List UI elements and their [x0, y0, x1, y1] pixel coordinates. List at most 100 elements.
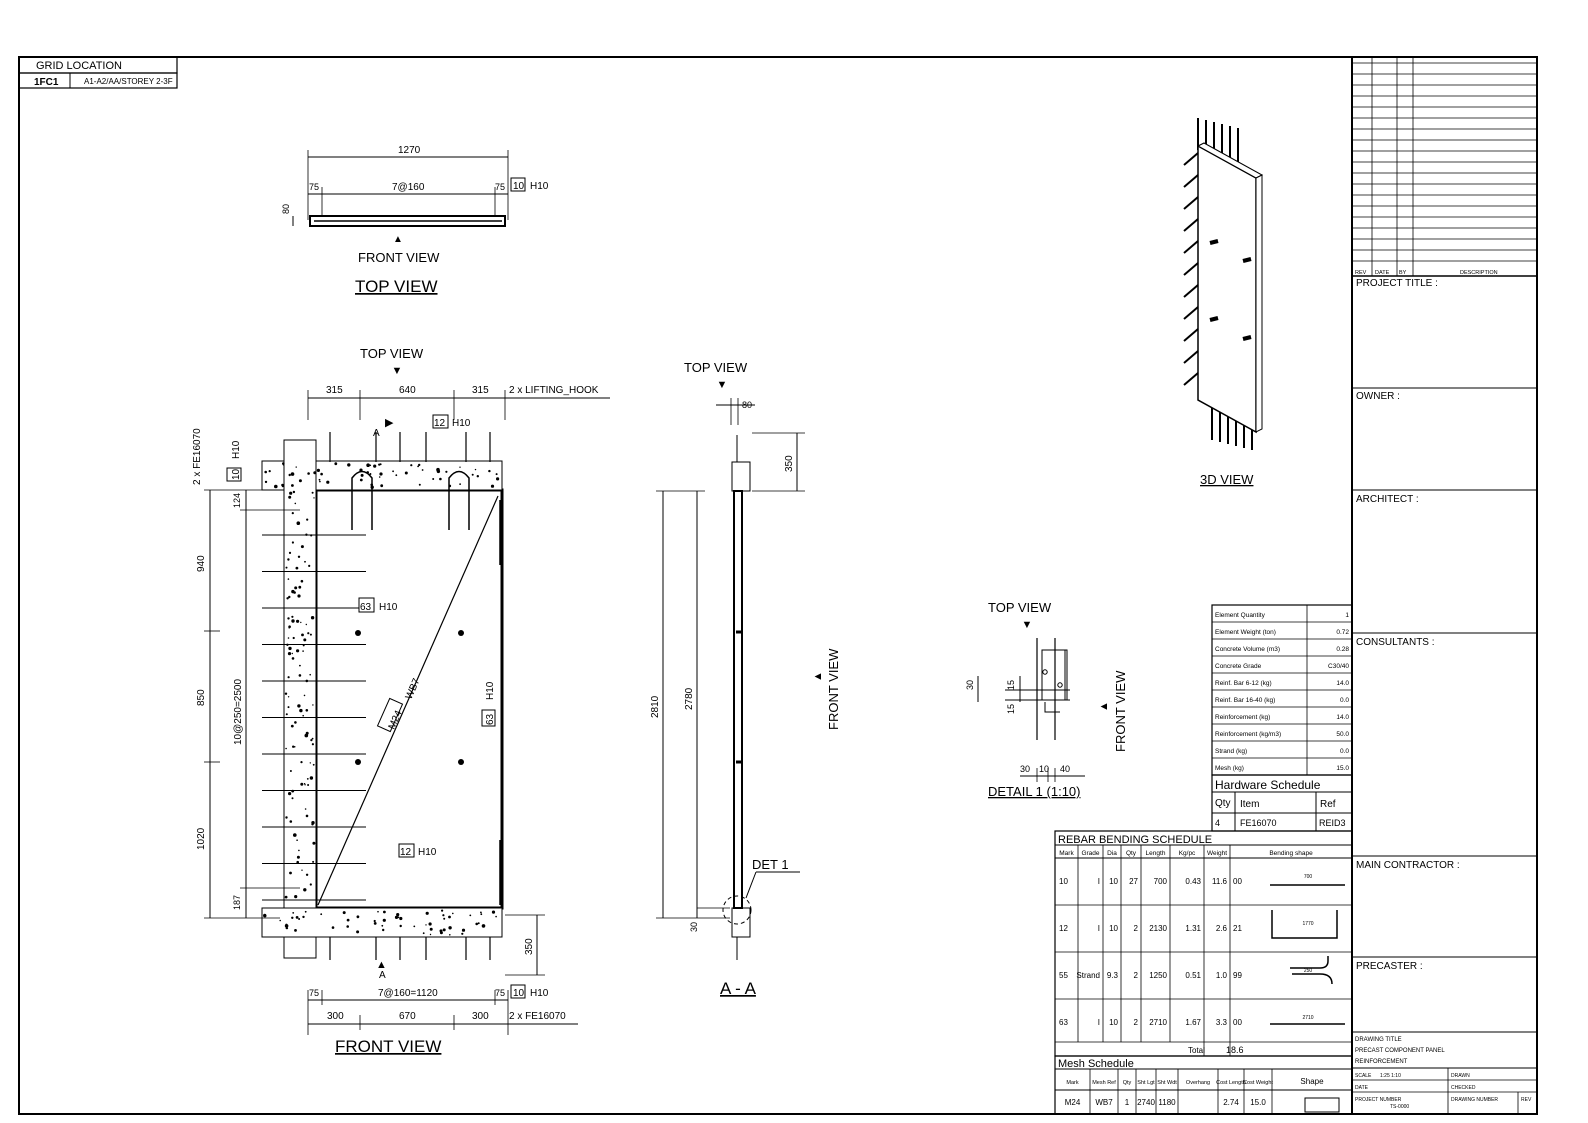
- tb-scale-value: 1:25 1:10: [1380, 1073, 1401, 1079]
- dim-940: 940: [196, 555, 207, 572]
- mesh-title: Mesh Schedule: [1058, 1058, 1134, 1070]
- hardware-item: FE16070: [1240, 818, 1277, 828]
- dim-350-bottom: 350: [524, 938, 535, 955]
- mesh-cell: 1180: [1158, 1098, 1176, 1107]
- rebar-cell: 2: [1134, 924, 1139, 933]
- detail-title: DETAIL 1 (1:10): [988, 784, 1080, 799]
- rebar-cell: 9.3: [1107, 971, 1119, 980]
- tb-project: PROJECT TITLE :: [1356, 278, 1438, 289]
- rebar-cell: 2: [1134, 971, 1139, 980]
- rebar-total-value: 18.6: [1226, 1045, 1244, 1055]
- hardware-title: Hardware Schedule: [1215, 778, 1321, 792]
- rebar-header: Dia: [1107, 850, 1117, 857]
- detail-d15a: 15: [1006, 680, 1016, 690]
- front-bar63r-mark: 63: [485, 713, 496, 725]
- detail-marker-label: TOP VIEW: [988, 600, 1052, 615]
- front-view-drawing: TOP VIEW ▼ 315 640 315 2 x LIFTING_HOOK: [192, 346, 610, 1056]
- rebar-cell: 10: [1109, 1018, 1118, 1027]
- front-bar63r-size: H10: [485, 681, 496, 700]
- detail-b10: 10: [1039, 764, 1049, 774]
- tb-drawing-no: DRAWING NUMBER: [1451, 1097, 1498, 1103]
- front-dim-640: 640: [399, 385, 416, 396]
- front-view-title: FRONT VIEW: [335, 1037, 441, 1056]
- rebar-shape-code: 00: [1233, 877, 1242, 886]
- front-bar12b-mark: 12: [400, 847, 412, 858]
- front-dim-315a: 315: [326, 385, 343, 396]
- rebar-cell: 2: [1134, 1018, 1139, 1027]
- mesh-header: Cost Length: [1216, 1080, 1246, 1086]
- rebar-title: REBAR BENDING SCHEDULE: [1058, 834, 1212, 846]
- hardware-h-ref: Ref: [1320, 799, 1336, 810]
- mesh-cell: 15.0: [1250, 1098, 1266, 1107]
- tb-drawn: DRAWN: [1451, 1073, 1470, 1079]
- rebar-cell: I: [1098, 1018, 1100, 1027]
- rebar-shape-code: 00: [1233, 1018, 1242, 1027]
- rebar-cell: 3.3: [1216, 1018, 1228, 1027]
- tb-project-no-value: TS-0000: [1390, 1104, 1409, 1110]
- element-prop-key: Concrete Volume (m3): [1215, 646, 1280, 653]
- grid-code: 1FC1: [34, 77, 59, 88]
- rebar-cell: 1250: [1149, 971, 1167, 980]
- detail-b40: 40: [1060, 764, 1070, 774]
- element-prop-value: 0.28: [1336, 646, 1349, 653]
- rebar-cell: I: [1098, 924, 1100, 933]
- rebar-header: Length: [1146, 850, 1166, 857]
- dim-spacing: 10@250=2500: [233, 679, 244, 745]
- section-dim-80: 80: [742, 400, 752, 410]
- element-prop-key: Reinforcement (kg): [1215, 714, 1270, 721]
- mesh-cell: 2.74: [1223, 1098, 1239, 1107]
- element-prop-key: Element Quantity: [1215, 612, 1266, 619]
- rebar-cell: 0.51: [1185, 971, 1201, 980]
- mesh-header: Mesh Ref: [1092, 1080, 1116, 1086]
- tb-contractor: MAIN CONTRACTOR :: [1356, 860, 1460, 871]
- tb-checked: CHECKED: [1451, 1085, 1476, 1091]
- front-bar10-mark: 10: [231, 468, 242, 480]
- tb-drawing-title-2: REINFORCEMENT: [1355, 1059, 1408, 1065]
- element-prop-value: 14.0: [1336, 680, 1349, 687]
- rebar-cell: 0.43: [1185, 877, 1201, 886]
- tb-architect: ARCHITECT :: [1356, 494, 1419, 505]
- element-prop-value: C30/40: [1328, 663, 1349, 670]
- rebar-cell: 12: [1059, 924, 1068, 933]
- mesh-cell: M24: [1065, 1098, 1081, 1107]
- front-left-note: 2 x FE16070: [192, 428, 203, 485]
- element-prop-key: Reinforcement (kg/m3): [1215, 731, 1281, 738]
- rebar-total-label: Total: [1188, 1046, 1205, 1055]
- front-marker-arrow: ▼: [392, 365, 403, 377]
- rebar-shape-label: 1770: [1302, 921, 1313, 927]
- top-dim-mid: 7@160: [392, 182, 425, 193]
- rebar-cell: 700: [1154, 877, 1168, 886]
- rebar-cell: Strand: [1076, 971, 1100, 980]
- front-lifting-note: 2 x LIFTING_HOOK: [509, 385, 599, 396]
- rev-header: DESCRIPTION: [1460, 270, 1498, 276]
- front-bar12-size: H10: [452, 418, 471, 429]
- top-view-title: TOP VIEW: [355, 277, 438, 296]
- tb-project-no: PROJECT NUMBER: [1355, 1097, 1402, 1103]
- top-dim-right: 75: [495, 182, 505, 192]
- top-dim-left: 75: [309, 182, 319, 192]
- section-a-bottom: A: [379, 970, 386, 981]
- front-bar12b-size: H10: [418, 847, 437, 858]
- top-thickness: 80: [281, 204, 291, 214]
- section-marker-label: TOP VIEW: [684, 360, 748, 375]
- element-prop-value: 14.0: [1336, 714, 1349, 721]
- section-mark-a-top: ▶: [385, 417, 394, 429]
- rebar-header: Grade: [1081, 850, 1099, 857]
- mesh-header: Sht Wdt: [1157, 1080, 1177, 1086]
- section-dim-30: 30: [689, 922, 699, 932]
- section-marker-arrow: ▼: [717, 379, 728, 391]
- hardware-ref: REID3: [1319, 818, 1346, 828]
- mesh-cell: 1: [1125, 1098, 1130, 1107]
- element-prop-key: Mesh (kg): [1215, 765, 1244, 772]
- mesh-header: Shape: [1300, 1077, 1324, 1086]
- element-prop-value: 0.72: [1336, 629, 1349, 636]
- rev-header: REV: [1355, 270, 1367, 276]
- front-marker-label: TOP VIEW: [360, 346, 424, 361]
- element-prop-value: 15.0: [1336, 765, 1349, 772]
- mesh-header: Mark: [1066, 1080, 1078, 1086]
- dim-187: 187: [232, 895, 242, 910]
- grid-location-box: GRID LOCATION 1FC1 A1-A2/AA/STOREY 2-3F: [18, 56, 178, 89]
- top-marker-arrow: ▲: [393, 234, 403, 245]
